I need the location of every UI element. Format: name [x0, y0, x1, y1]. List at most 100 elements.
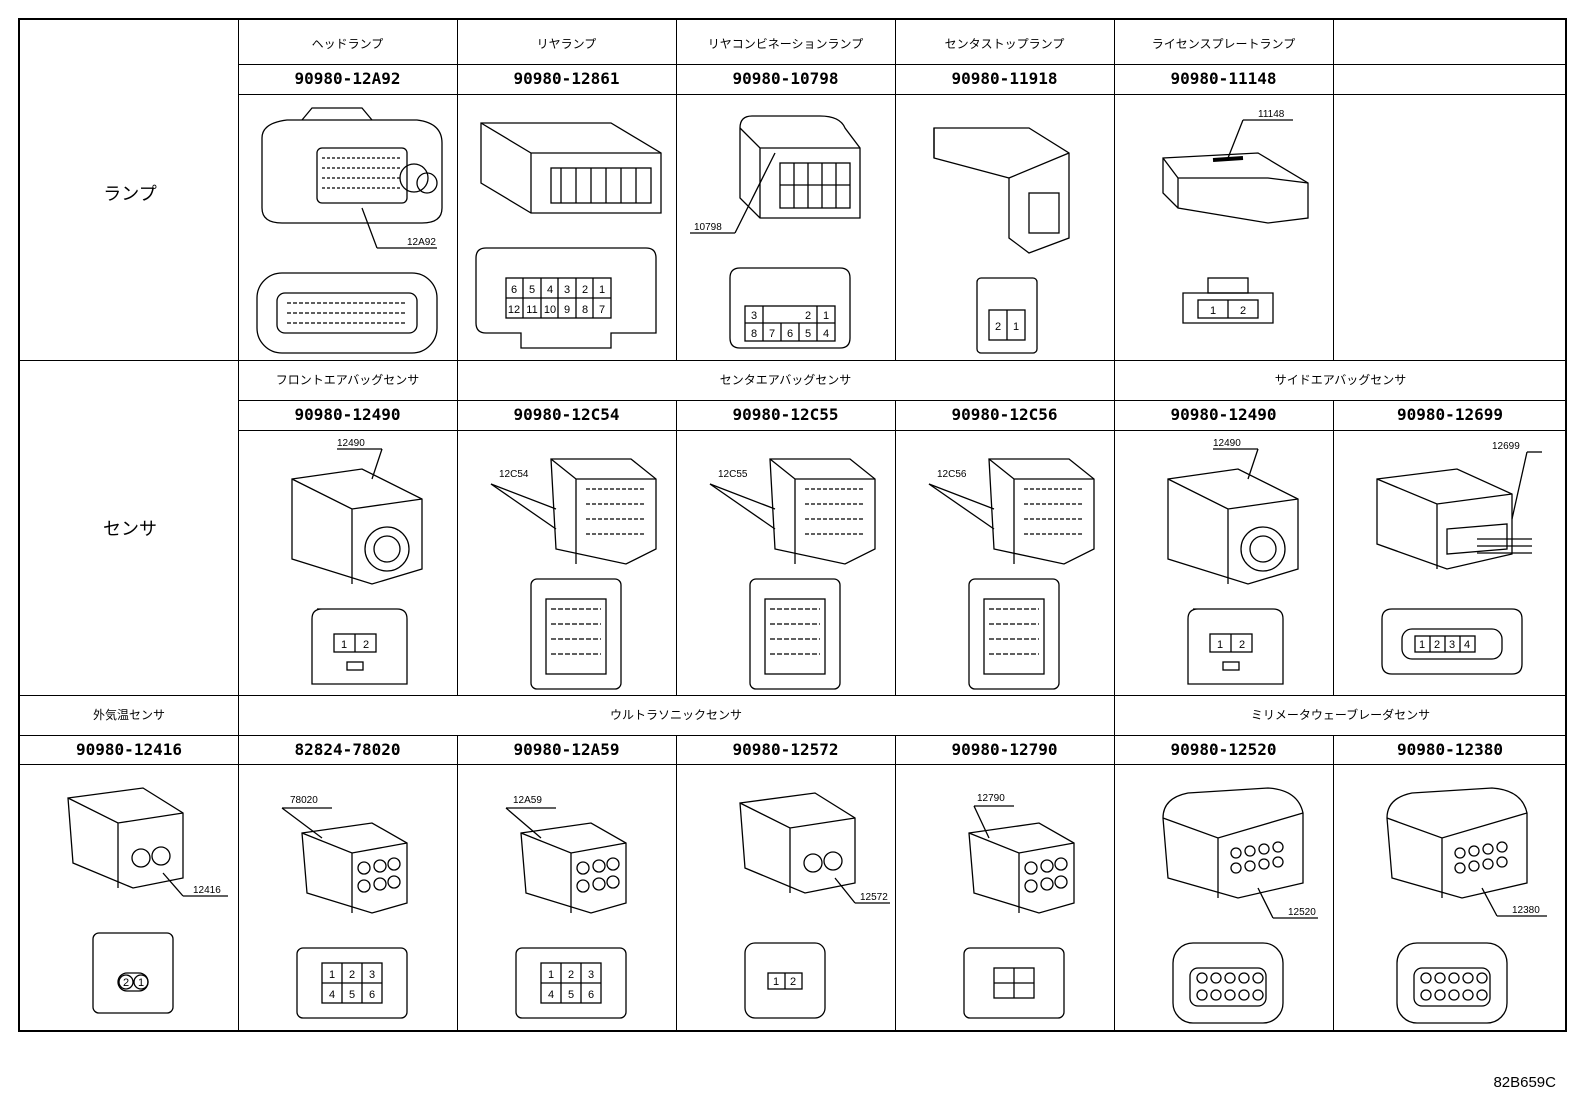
part-number: 90980-12790 — [951, 740, 1058, 759]
connector-drawing-mmwave-12380: 12380 — [1337, 768, 1565, 1030]
svg-text:2: 2 — [805, 310, 811, 322]
svg-text:1: 1 — [341, 639, 347, 651]
connector-drawing-center-airbag-12c56: 12C56 — [899, 434, 1111, 692]
part-number: 82824-78020 — [294, 740, 401, 759]
svg-text:8: 8 — [751, 328, 757, 340]
grid-vline — [1333, 735, 1334, 1032]
grid-vline — [895, 735, 896, 1032]
grid-hline — [238, 64, 1567, 65]
svg-text:2: 2 — [568, 969, 574, 981]
callout-label: 12C56 — [937, 469, 967, 480]
svg-text:7: 7 — [769, 328, 775, 340]
grid-hline — [20, 764, 1567, 765]
svg-text:2: 2 — [790, 976, 796, 988]
grid-hline — [20, 695, 1567, 696]
callout-label: 12C54 — [499, 469, 529, 480]
callout-label: 78020 — [290, 795, 318, 806]
part-number: 90980-12861 — [513, 69, 620, 88]
connector-drawing-center-airbag-12c55: 12C55 — [680, 434, 892, 692]
header-side-airbag-sensor: サイドエアバッグセンサ — [1274, 373, 1407, 387]
connector-drawing-ultrasonic-12a59: 12A59 1 2 3 4 5 6 — [461, 768, 673, 1030]
part-number: 90980-12380 — [1397, 740, 1503, 759]
pin-labels: 1 2 3 4 5 6 — [548, 969, 594, 1001]
callout-label: 12490 — [337, 438, 365, 449]
svg-text:2: 2 — [1434, 639, 1440, 651]
svg-text:4: 4 — [823, 328, 829, 340]
svg-text:6: 6 — [511, 284, 517, 296]
part-number: 90980-12C56 — [951, 405, 1058, 424]
svg-text:1: 1 — [1217, 639, 1223, 651]
callout-label: 12C55 — [718, 469, 748, 480]
svg-text:3: 3 — [564, 284, 570, 296]
header-front-airbag-sensor: フロントエアバッグセンサ — [275, 373, 420, 387]
svg-text:2: 2 — [582, 284, 588, 296]
grid-vline — [895, 20, 896, 360]
svg-text:4: 4 — [547, 284, 553, 296]
svg-text:1: 1 — [548, 969, 554, 981]
svg-text:3: 3 — [369, 969, 375, 981]
callout-label: 12520 — [1288, 907, 1316, 918]
grid-vline — [676, 20, 677, 360]
svg-text:6: 6 — [588, 989, 594, 1001]
grid-vline — [1114, 20, 1115, 360]
part-number: 90980-10798 — [732, 69, 839, 88]
svg-text:1: 1 — [823, 310, 829, 322]
part-number: 90980-12520 — [1170, 740, 1277, 759]
svg-text:4: 4 — [329, 989, 335, 1001]
svg-text:2: 2 — [1239, 639, 1245, 651]
svg-text:2: 2 — [123, 977, 129, 989]
callout-label: 12790 — [977, 793, 1005, 804]
svg-text:1: 1 — [599, 284, 605, 296]
header-center-stop-lamp: センタストップランプ — [944, 37, 1065, 51]
callout-label: 12490 — [1213, 438, 1241, 449]
svg-text:2: 2 — [363, 639, 369, 651]
grid-vline — [1333, 20, 1334, 360]
header-outside-temp-sensor: 外気温センサ — [92, 708, 165, 722]
grid-vline — [457, 735, 458, 1032]
svg-text:3: 3 — [751, 310, 757, 322]
grid-vline — [676, 400, 677, 695]
connector-drawing-head-lamp: 12A92 — [242, 98, 454, 358]
svg-text:5: 5 — [529, 284, 535, 296]
part-number: 90980-11148 — [1170, 69, 1277, 88]
svg-text:2: 2 — [349, 969, 355, 981]
svg-text:5: 5 — [805, 328, 811, 340]
part-number: 90980-11918 — [951, 69, 1058, 88]
svg-text:4: 4 — [1464, 639, 1470, 651]
svg-text:5: 5 — [349, 989, 355, 1001]
grid-hline — [238, 430, 1567, 431]
part-number: 90980-12A92 — [294, 69, 401, 88]
category-lamp: ランプ — [103, 184, 157, 205]
svg-text:5: 5 — [568, 989, 574, 1001]
callout-label: 12A59 — [513, 795, 542, 806]
svg-text:9: 9 — [564, 304, 570, 316]
callout-label: 12572 — [860, 892, 888, 903]
svg-text:1: 1 — [773, 976, 779, 988]
connector-drawing-mmwave-12520: 12520 — [1118, 768, 1330, 1030]
svg-text:1: 1 — [329, 969, 335, 981]
svg-text:6: 6 — [787, 328, 793, 340]
svg-text:4: 4 — [548, 989, 554, 1001]
header-head-lamp: ヘッドランプ — [311, 37, 384, 51]
part-number: 90980-12C54 — [513, 405, 620, 424]
callout-label: 11148 — [1258, 109, 1285, 120]
svg-text:3: 3 — [588, 969, 594, 981]
grid-hline — [238, 94, 1567, 95]
svg-text:1: 1 — [138, 977, 144, 989]
svg-text:1: 1 — [1013, 321, 1019, 333]
svg-text:11: 11 — [526, 304, 537, 316]
